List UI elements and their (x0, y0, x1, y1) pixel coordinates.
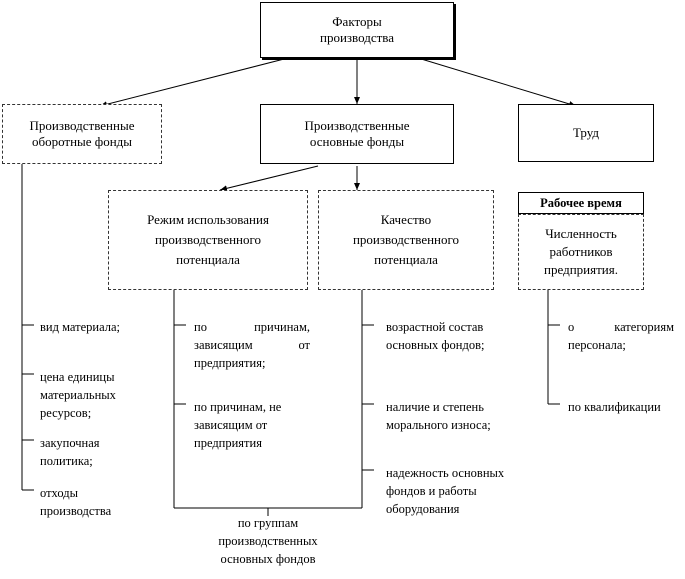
node-quality-label: Качество производственного потенциала (352, 212, 460, 267)
working-assets-item-3: закупочная политика; (40, 436, 100, 468)
working-assets-item-4: отходы производства (40, 486, 112, 518)
node-quality: Качество производственного потенциала (318, 190, 494, 290)
node-work-time: Рабочее время (518, 192, 644, 214)
node-fixed-assets: Производственные основные фонды (260, 104, 454, 164)
node-usage-mode-label: Режим использования производственного по… (147, 212, 269, 267)
quality-item-3: надежность основных фондов и работы обор… (386, 466, 505, 516)
arrow-root-to-working-assets (99, 57, 289, 108)
quality-item-1: возрастной состав основных фондов; (386, 320, 485, 352)
node-factors-of-production-label: Факторы производства (319, 14, 395, 45)
usage-mode-item-1: по причинам, зависящим от предприятия; (194, 320, 310, 370)
headcount-item-2: по квалификации (568, 400, 661, 414)
arrow-fixed-to-usage (219, 165, 319, 192)
node-working-assets-label: Производственные оборотные фонды (29, 118, 135, 149)
node-labor: Труд (518, 104, 654, 162)
quality-item-2: наличие и степень морального износа; (386, 400, 491, 432)
usage-mode-item-2: по причинам, не зависящим от предприятия (194, 400, 282, 450)
node-fixed-assets-label: Производственные основные фонды (304, 118, 410, 149)
node-usage-mode: Режим использования производственного по… (108, 190, 308, 290)
node-work-time-label: Рабочее время (540, 196, 622, 210)
node-factors-of-production: Факторы производства (260, 2, 454, 58)
node-headcount: Численность работников предприятия. (518, 214, 644, 290)
node-working-assets: Производственные оборотные фонды (2, 104, 162, 164)
arrow-root-to-labor (417, 57, 577, 107)
working-assets-item-2: цена единицы материальных ресурсов; (40, 370, 116, 420)
node-headcount-label: Численность работников предприятия. (544, 226, 618, 277)
node-labor-label: Труд (572, 125, 600, 140)
headcount-item-1: о категориям персонала; (568, 320, 674, 352)
fixed-assets-footer: по группам производственных основных фон… (218, 516, 318, 566)
working-assets-item-1: вид материала; (40, 320, 120, 334)
